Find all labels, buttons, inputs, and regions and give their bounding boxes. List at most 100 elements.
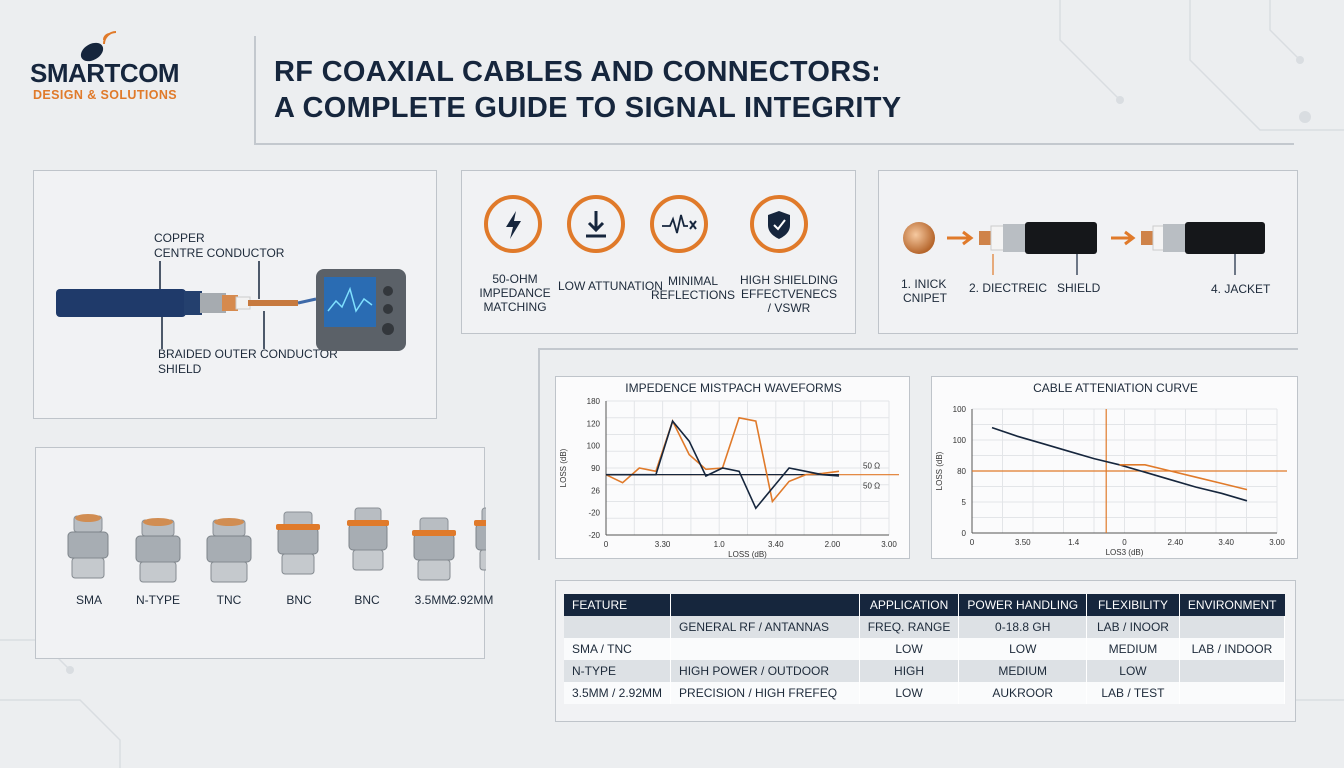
feature-label-2: LOW ATTUNATION (558, 279, 663, 293)
braided-conductor-label: BRAIDED OUTER CONDUCTOR (158, 347, 338, 361)
copper-core (903, 222, 935, 254)
connectors-panel: SMA N-TYPE TNC BNC BNC 3.5MM 2.92MM (35, 447, 493, 659)
connector-sleeve (352, 549, 384, 571)
connector-1 (67, 514, 109, 579)
chart-1-svg: IMPEDENCE MISTPACH WAVEFORMS180120100902… (559, 381, 899, 559)
x-tick-label: 0 (970, 538, 975, 547)
y-tick-label: 100 (953, 436, 967, 445)
y-tick-label: 26 (591, 486, 600, 495)
table-row: GENERAL RF / ANTANNAS FREQ. RANGE 0-18.8… (564, 616, 1286, 638)
header-power-handling: POWER HANDLING (958, 594, 1087, 616)
table-cell: AUKROOR (958, 682, 1088, 704)
x-tick-label: 3.00 (1269, 538, 1285, 547)
arrow-icon (1111, 230, 1136, 246)
chart-title: CABLE ATTENIATION CURVE (1033, 381, 1198, 395)
connector-sleeve (210, 561, 248, 583)
table-cell: HIGH POWER / OUTDOOR (670, 660, 860, 682)
connector-sleeve (71, 557, 105, 579)
x-tick-label: 3.00 (881, 540, 897, 549)
table-cell: MEDIUM (1086, 638, 1180, 660)
table-cell: GENERAL RF / ANTANNAS (670, 616, 860, 638)
shield-icon (768, 211, 790, 239)
spec-table: FEATURE APPLICATION POWER HANDLING FLEXI… (564, 594, 1286, 704)
lightning-icon (506, 211, 521, 239)
feature-ring-3 (650, 195, 708, 253)
table-header-row: FEATURE APPLICATION POWER HANDLING FLEXI… (564, 594, 1285, 616)
waveform-x-icon (662, 214, 697, 234)
y-tick-label: 80 (957, 467, 966, 476)
y-tick-label: 120 (587, 419, 601, 428)
y-tick-label: 90 (591, 464, 600, 473)
connector-sleeve (479, 549, 486, 571)
x-axis-label: LOS3 (dB) (1106, 548, 1144, 557)
connector-body (481, 507, 486, 525)
table-cell: LOW (958, 638, 1088, 660)
features-panel: 50-OHM IMPEDANCE MATCHING LOW ATTUNATION… (461, 170, 856, 334)
connector-pin (75, 514, 101, 522)
y-axis-label: LOSS (dB) (559, 448, 568, 487)
table-cell (1179, 682, 1286, 704)
connector-nut (348, 523, 388, 551)
x-tick-label: 1.0 (714, 540, 726, 549)
table-cell: N-TYPE (564, 660, 672, 682)
spec-table-panel: FEATURE APPLICATION POWER HANDLING FLEXI… (555, 580, 1296, 722)
table-cell: LAB / INOOR (1086, 616, 1180, 638)
arrow-icon (947, 230, 974, 246)
connector-nut (67, 531, 109, 559)
cable-layers-illustration (903, 222, 1265, 275)
cable-layers-panel: 1. INICK CNIPET 2. DIECTREIC SHIELD 4. J… (878, 170, 1298, 334)
feature-ring-2 (567, 195, 625, 253)
connector-label-bnc-2: BNC (354, 593, 380, 607)
feature-ring-1 (484, 195, 542, 253)
brand-name: SMARTCOM (30, 58, 180, 88)
copper-label: COPPER (154, 231, 205, 245)
impedance-annotation: 50 Ω (863, 482, 880, 491)
table-cell: 0-18.8 GH (958, 616, 1088, 638)
table-cell: MEDIUM (958, 660, 1088, 682)
x-tick-label: 3.40 (1218, 538, 1234, 547)
table-row: N-TYPE HIGH POWER / OUTDOOR HIGH MEDIUM … (564, 660, 1286, 682)
table-cell: LAB / TEST (1086, 682, 1180, 704)
connector-sleeve (139, 561, 177, 583)
table-cell (670, 638, 860, 660)
header-blank (670, 594, 860, 616)
feature-label-3: MINIMAL REFLECTIONS (650, 274, 735, 302)
header-flexibility: FLEXIBILITY (1086, 594, 1180, 616)
impedance-annotation: 50 Ω (863, 462, 880, 471)
y-tick-label: -20 (588, 509, 600, 518)
cable-diagram-panel: COPPER CENTRE CONDUCTOR BRAIDED OUTER CO… (33, 170, 437, 419)
x-tick-label: 3.30 (655, 540, 671, 549)
connector-2 (135, 518, 181, 583)
shield-label: SHIELD (158, 362, 202, 376)
charts-frame-top (538, 348, 1298, 350)
page-title-line-1: RF COAXIAL CABLES AND CONNECTORS: (274, 56, 882, 88)
x-tick-label: 0 (1122, 538, 1127, 547)
connector-ring (474, 520, 486, 526)
connector-ring (412, 530, 456, 536)
y-tick-label: 180 (587, 397, 601, 406)
layer-step-4: 4. JACKET (1211, 282, 1271, 296)
table-cell: 3.5MM / 2.92MM (564, 682, 672, 704)
table-cell (1179, 660, 1286, 682)
connector-3 (206, 518, 252, 583)
y-tick-label: 5 (962, 498, 967, 507)
connector-4 (276, 511, 320, 575)
table-cell: LAB / INDOOR (1179, 638, 1286, 660)
feature-label-1: 50-OHM IMPEDANCE MATCHING (479, 272, 551, 314)
x-tick-label: 0 (604, 540, 609, 549)
connector-5 (347, 507, 389, 571)
connector-nut (277, 527, 319, 555)
table-row: SMA / TNC LOW LOW MEDIUM LAB / INDOOR (564, 638, 1286, 660)
page-title-line-2: A COMPLETE GUIDE TO SIGNAL INTEGRITY (274, 92, 902, 124)
download-arrow-icon (586, 211, 606, 238)
centre-conductor-label: CENTRE CONDUCTOR (154, 246, 285, 260)
attenuation-series-2 (1119, 464, 1248, 491)
connector-label-2-92mm: 2.92MM (450, 593, 494, 607)
waveform-series-2 (606, 419, 840, 510)
table-cell: LOW (1086, 660, 1180, 682)
layer-step-1a: 1. INICK (901, 277, 947, 291)
connector-sleeve (281, 553, 315, 575)
connector-label-tnc: TNC (216, 593, 242, 607)
